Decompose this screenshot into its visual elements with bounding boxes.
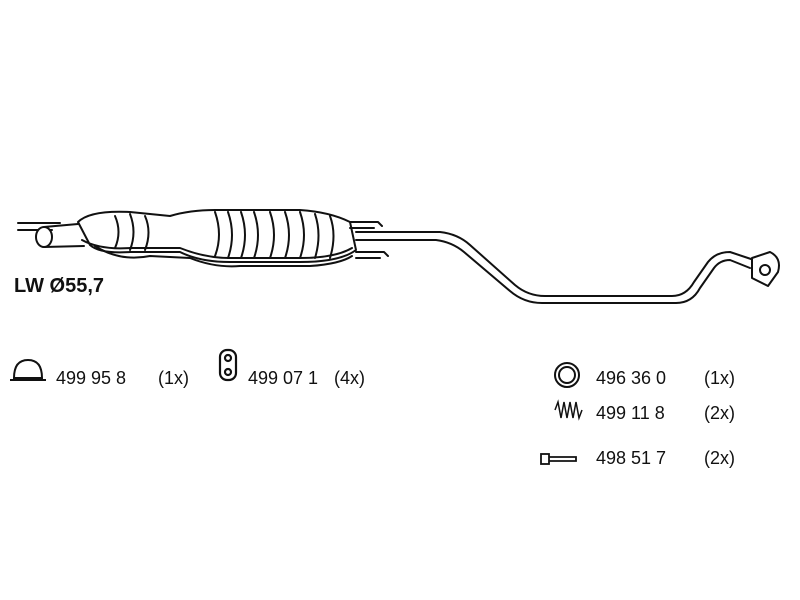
part-number: 498 51 7 <box>596 448 667 468</box>
part-number: 496 36 0 <box>596 368 667 388</box>
spring-icon <box>554 399 583 421</box>
exhaust-assembly <box>17 209 780 304</box>
rubber-mount-icon <box>218 348 238 382</box>
bolt-icon <box>540 453 577 465</box>
gasket-ring-icon <box>554 362 580 388</box>
clamp-icon <box>10 358 46 381</box>
part-qty: (2x) <box>704 448 735 468</box>
part-qty: (1x) <box>704 368 735 388</box>
part-qty: (1x) <box>158 368 189 388</box>
diameter-label: LW Ø55,7 <box>14 275 105 297</box>
part-number: 499 95 8 <box>56 368 127 388</box>
part-number: 499 07 1 <box>248 368 319 388</box>
part-number: 499 11 8 <box>596 403 665 423</box>
part-qty: (4x) <box>334 368 365 388</box>
part-qty: (2x) <box>704 403 735 423</box>
